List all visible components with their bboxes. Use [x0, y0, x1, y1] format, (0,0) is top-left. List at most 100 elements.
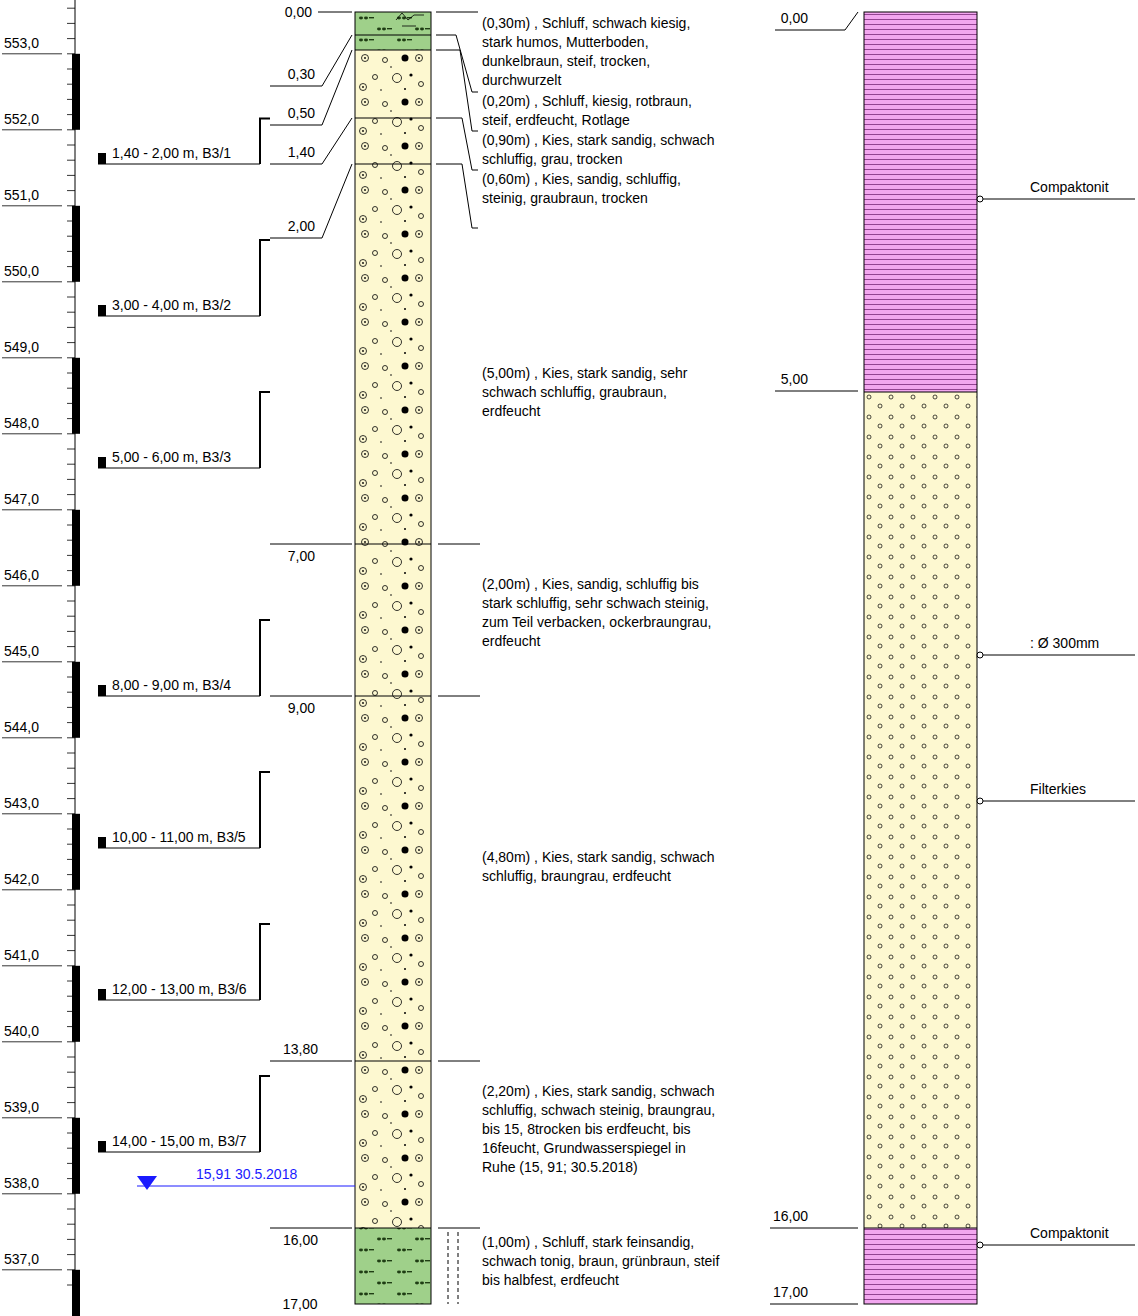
sample-label: 12,00 - 13,00 m, B3/6 — [112, 980, 254, 999]
scale-and-samples-part — [67, 631, 75, 632]
scale-and-samples-part — [2, 1269, 62, 1270]
scale-and-samples-part — [67, 373, 75, 374]
scale-and-samples-part — [98, 837, 106, 848]
callout-leaders-part — [977, 1242, 983, 1248]
scale-and-samples-part — [72, 1270, 80, 1316]
scale-and-samples-part — [67, 145, 75, 146]
scale-and-samples-part — [67, 312, 75, 313]
well-column-part — [770, 12, 977, 1304]
layer-description: (5,00m) , Kies, stark sandig, sehr schwa… — [482, 364, 722, 421]
callout-leaders-part — [983, 1245, 1135, 1246]
scale-and-samples-part — [67, 677, 75, 678]
scale-and-samples-part — [67, 160, 75, 161]
scale-and-samples-part — [98, 1000, 260, 1001]
scale-and-samples-part — [67, 1193, 75, 1194]
scale-and-samples-part — [67, 84, 75, 85]
layer-description: (2,00m) , Kies, sandig, schluffig bis st… — [482, 575, 722, 651]
scale-and-samples-part — [98, 685, 106, 696]
scale-and-samples-part — [2, 357, 62, 358]
well-column-part — [864, 12, 977, 392]
scale-and-samples-part — [2, 661, 62, 662]
scale-and-samples-part — [67, 935, 75, 936]
callout-leaders-part — [983, 801, 1135, 802]
description-leaders-part — [436, 164, 478, 228]
soil-column-part-part — [355, 696, 431, 697]
scale-and-samples-part — [2, 205, 62, 206]
well-column-part-part — [775, 391, 858, 392]
scale-and-samples-part — [67, 722, 75, 723]
scale-and-samples-part — [67, 768, 75, 769]
scale-and-samples-part — [260, 924, 270, 1000]
depth-label: 0,30 — [255, 65, 315, 84]
description-leaders-part — [438, 544, 480, 545]
elevation-label: 541,0 — [4, 946, 60, 965]
scale-and-samples-part — [98, 305, 106, 316]
scale-and-samples-part — [67, 1072, 75, 1073]
scale-and-samples-part — [67, 540, 75, 541]
scale-and-samples-part — [2, 1041, 62, 1042]
scale-and-samples-part — [2, 585, 62, 586]
scale-and-samples-part — [72, 206, 80, 282]
scale-and-samples-part — [2, 965, 62, 966]
callout-leaders-part — [977, 798, 983, 804]
scale-and-samples-part — [2, 1117, 62, 1118]
scale-and-samples-part — [67, 114, 75, 115]
scale-and-samples-part — [67, 646, 75, 647]
scale-and-samples-part — [2, 813, 62, 814]
scale-and-samples-part — [260, 240, 270, 316]
well-column-part-part — [864, 392, 977, 393]
scale-and-samples-part — [67, 601, 75, 602]
scale-and-samples-part — [67, 1163, 75, 1164]
scale-and-samples-part — [2, 737, 62, 738]
description-leaders-part — [436, 50, 478, 131]
scale-and-samples-part — [98, 468, 260, 469]
elevation-label: 552,0 — [4, 110, 60, 129]
scale-and-samples-part — [67, 570, 75, 571]
description-leaders-part — [436, 35, 478, 92]
callout-label: : Ø 300mm — [1030, 634, 1134, 653]
scale-and-samples-part — [67, 1254, 75, 1255]
callout-leaders-part — [983, 655, 1135, 656]
sample-label: 14,00 - 15,00 m, B3/7 — [112, 1132, 254, 1151]
callout-label: Filterkies — [1030, 780, 1134, 799]
well-column-part-part — [770, 1228, 858, 1229]
soil-column-part — [396, 13, 424, 26]
scale-and-samples-part — [67, 357, 75, 358]
depth-label: 0,50 — [255, 104, 315, 123]
scale-and-samples-part — [67, 813, 75, 814]
depth-label: 0,00 — [252, 3, 312, 22]
scale-and-samples-part — [67, 889, 75, 890]
groundwater-label: 15,91 30.5.2018 — [196, 1165, 366, 1184]
scale-and-samples-part — [67, 1026, 75, 1027]
scale-and-samples-part — [67, 281, 75, 282]
well-depth-label: 17,00 — [748, 1283, 808, 1302]
description-leaders-part — [438, 696, 480, 697]
scale-and-samples-part — [67, 418, 75, 419]
scale-and-samples-part — [67, 525, 75, 526]
scale-and-samples-part — [98, 316, 260, 317]
elevation-label: 543,0 — [4, 794, 60, 813]
soil-column-part-part — [355, 12, 431, 1304]
scale-and-samples-part — [67, 1209, 75, 1210]
scale-and-samples-part — [260, 1076, 270, 1152]
layer-description: (0,90m) , Kies, stark sandig, schwach sc… — [482, 131, 722, 169]
scale-and-samples-part — [260, 620, 270, 696]
scale-and-samples-part — [98, 153, 106, 164]
scale-and-samples-part — [67, 129, 75, 130]
description-leaders-part — [438, 1061, 480, 1062]
callout-leaders-part — [983, 199, 1135, 200]
depth-leaders-part — [270, 696, 352, 697]
elevation-label: 544,0 — [4, 718, 60, 737]
scale-and-samples-part — [67, 585, 75, 586]
scale-and-samples-part — [67, 707, 75, 708]
scale-and-samples-part — [67, 1057, 75, 1058]
scale-and-samples-part — [67, 38, 75, 39]
elevation-label: 549,0 — [4, 338, 60, 357]
depth-leaders-part — [318, 12, 352, 13]
scale-and-samples-part — [67, 1224, 75, 1225]
sample-label: 1,40 - 2,00 m, B3/1 — [112, 144, 254, 163]
scale-and-samples-part — [72, 510, 80, 586]
scale-and-samples-part — [67, 555, 75, 556]
scale-and-samples — [2, 0, 270, 1316]
depth-label: 16,00 — [258, 1231, 318, 1250]
